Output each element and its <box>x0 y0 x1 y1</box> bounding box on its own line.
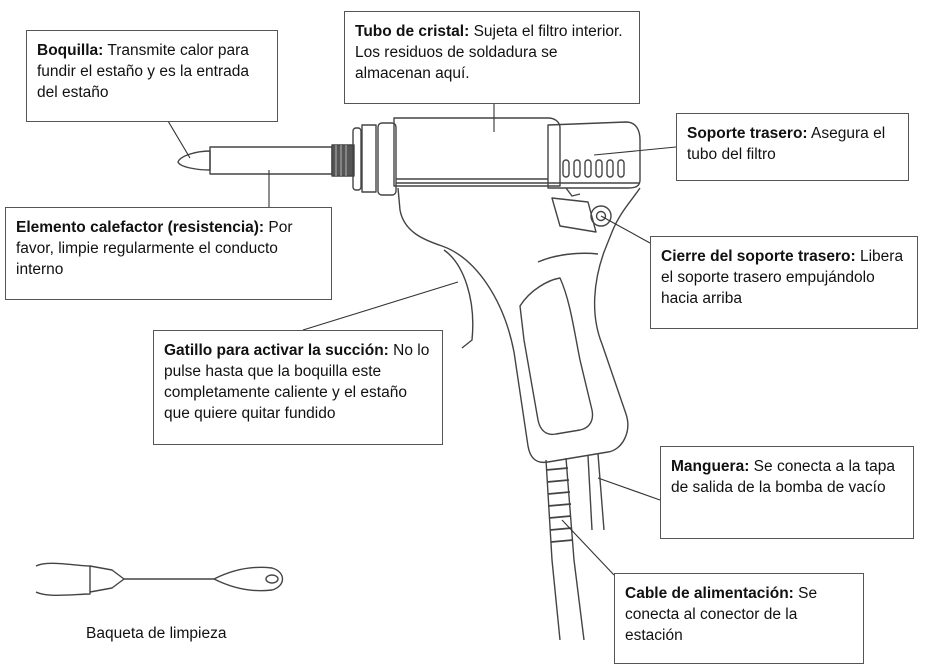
callout-text: Por favor, limpie regularmente el conduc… <box>16 219 293 278</box>
leader-soporte <box>593 146 677 156</box>
callout-cable: Cable de alimentación: Se conecta al con… <box>614 573 864 664</box>
callout-text: Se conecta a la tapa de salida de la bom… <box>671 458 896 496</box>
flange <box>352 127 362 191</box>
callout-gatillo: Gatillo para activar la succión: No lo p… <box>153 330 443 445</box>
callout-title: Elemento calefactor (resistencia): <box>16 219 265 236</box>
vent-slots <box>562 159 625 178</box>
glass-tube-body <box>393 117 561 187</box>
callout-text: Asegura el tubo del filtro <box>687 125 886 163</box>
callout-title: Soporte trasero: <box>687 125 808 142</box>
callout-cierre: Cierre del soporte trasero: Libera el so… <box>650 236 918 329</box>
gun-handle <box>397 187 641 464</box>
flange <box>361 124 377 193</box>
heating-element-tube <box>209 146 333 175</box>
callout-text: Se conecta al conector de la estación <box>625 585 818 644</box>
callout-text: Sujeta el filtro interior. Los residuos … <box>355 23 623 82</box>
leader-boquilla <box>167 120 191 159</box>
callout-title: Cierre del soporte trasero: <box>661 248 856 265</box>
callout-tubo: Tubo de cristal: Sujeta el filtro interi… <box>344 11 640 104</box>
callout-text: No lo pulse hasta que la boquilla este c… <box>164 342 430 422</box>
threaded-connector <box>331 144 355 177</box>
nozzle-tip <box>177 150 211 171</box>
callout-text: Libera el soporte trasero empujándolo ha… <box>661 248 904 307</box>
cleaning-rod-caption: Baqueta de limpieza <box>86 625 227 642</box>
leader-gatillo <box>302 281 459 331</box>
vacuum-hose <box>587 453 605 531</box>
callout-text: Transmite calor para fundir el estaño y … <box>37 42 249 101</box>
callout-soporte: Soporte trasero: Asegura el tubo del fil… <box>676 113 909 181</box>
rear-support <box>547 121 641 189</box>
callout-manguera: Manguera: Se conecta a la tapa de salida… <box>660 446 914 539</box>
cleaning-rod-illustration <box>35 562 284 596</box>
callout-title: Manguera: <box>671 458 750 475</box>
latch-screw <box>590 205 612 227</box>
rear-latch <box>551 197 597 233</box>
leader-cierre <box>600 215 651 244</box>
leader-manguera <box>597 477 661 501</box>
callout-title: Cable de alimentación: <box>625 585 794 602</box>
callout-elemento: Elemento calefactor (resistencia): Por f… <box>5 207 332 300</box>
grip-panel <box>519 277 594 436</box>
callout-title: Boquilla: <box>37 42 104 59</box>
power-cable <box>545 457 585 641</box>
trigger <box>443 249 474 349</box>
callout-boquilla: Boquilla: Transmite calor para fundir el… <box>26 30 278 122</box>
callout-title: Tubo de cristal: <box>355 23 470 40</box>
callout-title: Gatillo para activar la succión: <box>164 342 389 359</box>
leader-cable <box>561 519 615 576</box>
